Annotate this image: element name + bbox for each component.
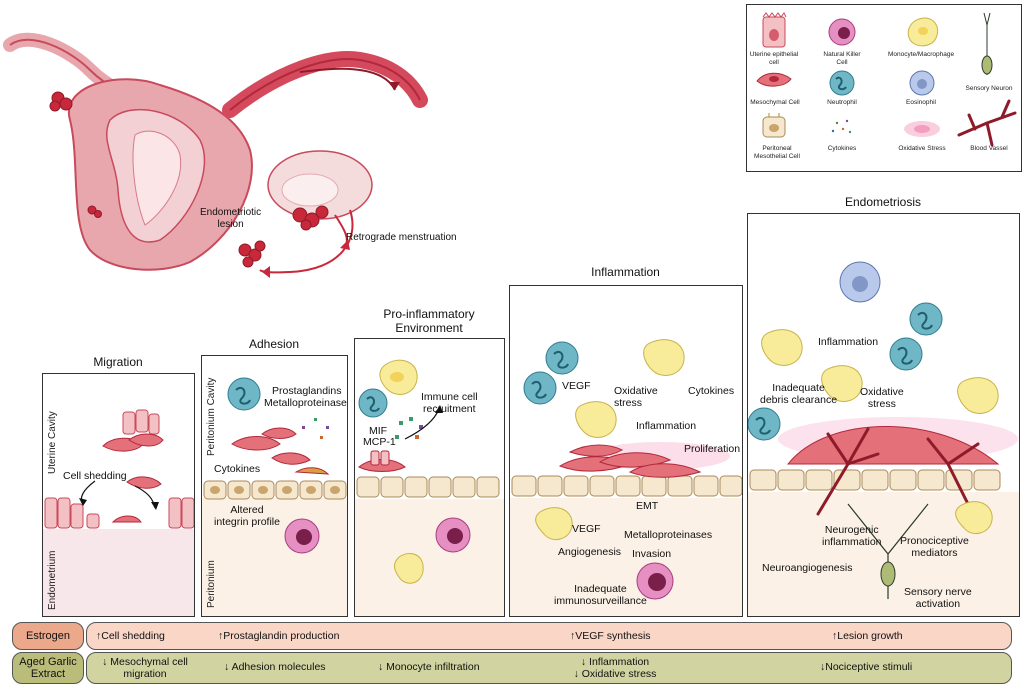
peritoneum-region: [355, 499, 504, 616]
legend-label: Monocyte/Macrophage: [887, 51, 955, 58]
migration-cells: [44, 409, 194, 529]
neurogenic-label: Neurogenic inflammation: [822, 524, 882, 548]
nk-cell-icon: [828, 18, 856, 46]
mesothelial-cell-icon: [762, 113, 786, 138]
legend-label: Peritoneal Mesothelial Cell: [754, 145, 800, 160]
endometrium-label: Endometrium: [47, 550, 58, 610]
proinflammatory-title: Pro-inflammatory Environment: [383, 307, 475, 335]
garlic-effect: ↓ Mesochymal cell migration: [102, 656, 188, 680]
sensory-neuron-icon: [981, 12, 993, 75]
garlic-effect: ↓ Monocyte infiltration: [378, 661, 480, 673]
adhesion-cells: [203, 377, 347, 554]
inflammation-label: Inflammation: [818, 336, 879, 348]
endometriosis-cells: [748, 261, 1018, 599]
endometriosis-title: Endometriosis: [844, 195, 922, 209]
invasion-label: Invasion: [632, 548, 672, 560]
inflammation-cells: [511, 339, 742, 600]
legend-label: Uterine epithelial cell: [749, 51, 799, 66]
lesion-label: Endometriotic lesion: [200, 207, 262, 230]
adhesion-panel: Peritonium Cavity Peritonium Prostagland…: [201, 355, 348, 617]
migration-title: Migration: [93, 355, 143, 369]
peritoneum-region: [202, 498, 347, 616]
estrogen-band: [86, 622, 1012, 650]
cell-shedding-label: Cell shedding: [63, 470, 127, 482]
garlic-label: Aged Garlic Extract: [12, 652, 84, 684]
debris-clearance-label: Inadequate debris clearance: [760, 382, 838, 406]
cytokines-icon: [831, 119, 852, 134]
mif-label: MIF: [369, 425, 388, 437]
vegf-top-label: VEGF: [562, 380, 591, 392]
peritonium-label: Peritonium: [206, 560, 217, 608]
pronociceptive-label: Pronociceptive mediators: [900, 535, 969, 559]
altered-integrin-label: Altered integrin profile: [214, 504, 280, 528]
estrogen-effect: ↑Prostaglandin production: [218, 630, 340, 642]
metalloproteinases-label: Metalloproteinases: [264, 397, 348, 409]
cytokines-label: Cytokines: [214, 463, 261, 475]
uterine-epithelial-cell-icon: [762, 12, 787, 48]
garlic-effect: ↓ Adhesion molecules: [224, 661, 326, 673]
legend-label: Neutrophil: [827, 99, 857, 106]
inflammation-title: Inflammation: [591, 265, 660, 279]
retrograde-label: Retrograde menstruation: [346, 232, 457, 243]
legend-label: Cytokines: [827, 145, 857, 152]
legend-label: Mesochymal Cell: [750, 99, 800, 106]
macrophage-icon: [907, 17, 939, 47]
adhesion-title: Adhesion: [248, 337, 300, 351]
garlic-band: [86, 652, 1012, 684]
legend-label: Blood Vassel: [970, 145, 1008, 152]
uterine-cavity-label: Uterine Cavity: [47, 411, 58, 474]
cytokines-label: Cytokines: [688, 385, 735, 397]
legend-label: Natural Killer Cell: [823, 51, 861, 66]
oxidative-stress-label: Oxidative stress: [860, 386, 904, 410]
legend-label: Sensory Neuron: [965, 85, 1013, 92]
eosinophil-icon: [909, 70, 935, 96]
oxidative-stress-icon: [904, 121, 940, 137]
vegf-bottom-label: VEGF: [572, 523, 601, 535]
migration-panel: Uterine Cavity Endometrium Cell shedding: [42, 373, 195, 617]
immune-recruitment-label: Immune cell recruitment: [421, 391, 478, 415]
mesenchymal-cell-icon: [756, 72, 792, 87]
garlic-effect: ↓Nociceptive stimuli: [820, 661, 913, 673]
garlic-effect: ↓ Inflammation ↓ Oxidative stress: [573, 656, 657, 680]
proinflammatory-cells: [356, 359, 500, 584]
neutrophil-icon: [829, 70, 855, 96]
legend-label: Eosinophil: [906, 99, 936, 106]
inflammation-panel: VEGF Oxidative stress Cytokines Inflamma…: [509, 285, 743, 617]
metalloproteinases-label: Metalloproteinases: [624, 529, 713, 541]
proliferation-label: Proliferation: [684, 443, 741, 455]
legend-icons: [756, 12, 1017, 147]
proinflammatory-panel: Immune cell recruitment MIF MCP-1: [354, 338, 505, 617]
angiogenesis-label: Angiogenesis: [558, 546, 622, 558]
legend-label: Oxidative Stress: [898, 145, 946, 152]
peritonium-cavity-label: Peritonium Cavity: [206, 377, 217, 456]
estrogen-effect: ↑Lesion growth: [832, 630, 903, 642]
endometrium-region: [43, 529, 194, 616]
immunosurveillance-label: Inadequate immunosurveillance: [554, 583, 647, 607]
oxidative-stress-label: Oxidative stress: [614, 385, 658, 409]
uterus-illustration: [3, 32, 428, 278]
estrogen-label: Estrogen: [12, 622, 84, 650]
prostaglandins-label: Prostaglandins: [272, 385, 342, 397]
mcp1-label: MCP-1: [363, 436, 396, 448]
estrogen-effect: ↑Cell shedding: [96, 630, 165, 642]
endometriosis-panel: Inflammation Inadequate debris clearance…: [747, 213, 1020, 617]
legend: Uterine epithelial cell Natural Killer C…: [746, 4, 1022, 172]
sensory-activation-label: Sensory nerve activation: [904, 586, 972, 610]
blood-vessel-icon: [957, 99, 1017, 147]
inflammation-label: Inflammation: [636, 420, 697, 432]
emt-label: EMT: [636, 500, 659, 512]
estrogen-effect: ↑VEGF synthesis: [570, 630, 651, 642]
neuroangiogenesis-label: Neuroangiogenesis: [762, 562, 853, 574]
